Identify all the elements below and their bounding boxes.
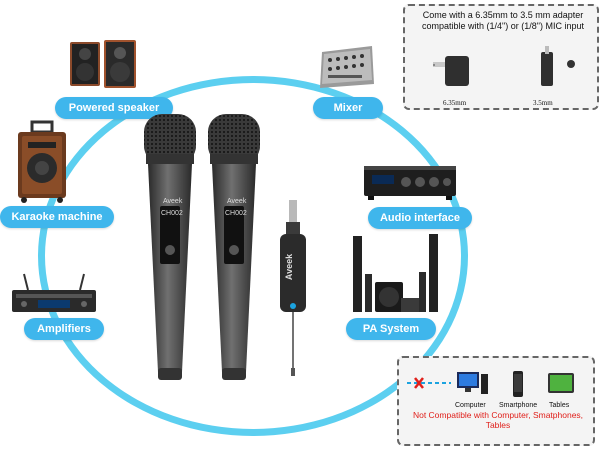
receiver-brand: Aveek: [284, 253, 295, 281]
adapter-35mm-image: [541, 46, 553, 86]
disconnected-line-icon: [407, 377, 451, 389]
audio-interface-label: Audio interface: [368, 207, 472, 229]
microphone-1-image: [144, 114, 196, 380]
amplifiers-image: [12, 273, 96, 312]
audio-interface-image: [364, 166, 456, 200]
mic-2-channel: CH002: [225, 210, 247, 217]
karaoke-machine-label: Karaoke machine: [0, 206, 114, 228]
adapter-note-text: Come with a 6.35mm to 3.5 mm adapter com…: [422, 10, 584, 31]
mic-1-brand: Aveek: [163, 198, 183, 205]
compat-note-box: Computer Smartphone Tables Not Compatibl…: [397, 356, 595, 446]
computer-icon: [457, 372, 488, 394]
mic-1-channel: CH002: [161, 210, 183, 217]
amplifiers-label: Amplifiers: [24, 318, 104, 340]
not-compatible-warning: Not Compatible with Computer, Smatphones…: [412, 410, 584, 430]
mic-2-brand: Aveek: [227, 198, 247, 205]
smartphone-icon: [513, 371, 523, 397]
tables-label: Tables: [549, 402, 570, 409]
adapter-note-box: Come with a 6.35mm to 3.5 mm adapter com…: [403, 4, 599, 110]
powered-speaker-label: Powered speaker: [55, 97, 173, 119]
karaoke-machine-image: [18, 120, 66, 203]
powered-speaker-image: [70, 40, 136, 88]
mixer-image: [320, 46, 374, 88]
tablet-icon: [548, 373, 574, 393]
connection-ring: [38, 76, 468, 436]
adapter-35mm-label: 3.5mm: [533, 99, 553, 107]
smartphone-label: Smartphone: [499, 402, 538, 409]
adapter-635mm-label: 6.35mm: [443, 99, 467, 107]
computer-label: Computer: [455, 402, 486, 409]
microphone-2-image: [208, 114, 260, 380]
adapter-jack-icon: [567, 60, 575, 68]
pa-system-label: PA System: [346, 318, 436, 340]
receiver-image: [280, 200, 306, 376]
mixer-label: Mixer: [313, 97, 383, 119]
adapter-635mm-image: [433, 56, 469, 86]
pa-system-image: [353, 234, 438, 312]
